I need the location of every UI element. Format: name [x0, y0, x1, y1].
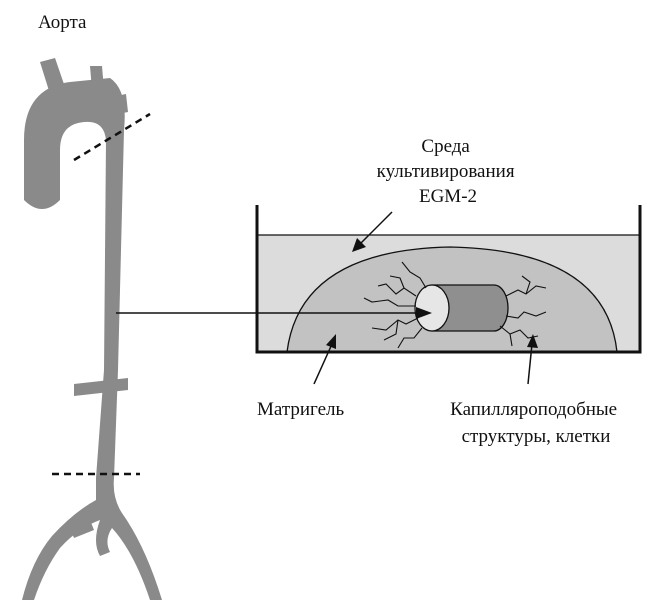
medium-label: Среда культивирования EGM-2 — [377, 136, 520, 207]
aorta-segment — [415, 285, 508, 331]
aorta-side-stub — [74, 378, 128, 396]
aorta-vessel — [22, 58, 162, 600]
aorta-branch-1 — [40, 58, 66, 94]
capillary-label: Капилляроподобные структуры, клетки — [450, 399, 622, 447]
aorta-branch-3 — [116, 94, 128, 114]
matrigel-label: Матригель — [257, 399, 344, 420]
aorta-branch-2 — [90, 66, 104, 90]
aorta-bifurcation — [22, 478, 162, 600]
segment-lumen-end — [415, 285, 449, 331]
aorta-label: Аорта — [38, 12, 87, 33]
aorta-arch — [24, 78, 125, 370]
